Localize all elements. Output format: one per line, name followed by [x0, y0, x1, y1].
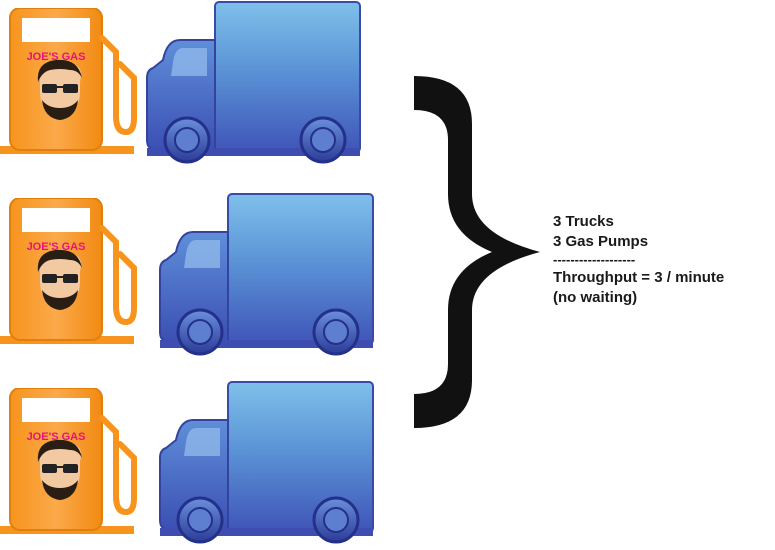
pump-label: JOE'S GAS: [27, 241, 86, 253]
attendant-face-icon: [37, 59, 82, 120]
no-waiting-text: (no waiting): [553, 289, 638, 306]
throughput-text: Throughput = 3 / minute: [553, 269, 725, 286]
gas-pump-icon: JOE'S GAS: [0, 198, 137, 344]
station-row-3: JOE'S GAS: [0, 380, 380, 550]
right-curly-brace: [414, 76, 540, 428]
station-row-1: JOE'S GAS: [0, 0, 380, 170]
separator-line: -------------------: [553, 252, 636, 267]
pump-label: JOE'S GAS: [27, 431, 86, 443]
delivery-truck-icon: [159, 193, 374, 356]
trucks-count-text: 3 Trucks: [553, 213, 614, 230]
gas-pump-icon: JOE'S GAS: [0, 8, 137, 154]
delivery-truck-icon: [146, 1, 361, 164]
attendant-face-icon: [37, 439, 82, 500]
throughput-summary: 3 Trucks 3 Gas Pumps -------------------…: [553, 212, 775, 308]
station-row-2: JOE'S GAS: [0, 190, 380, 360]
gas-pump-icon: JOE'S GAS: [0, 388, 137, 534]
pump-label: JOE'S GAS: [27, 51, 86, 63]
delivery-truck-icon: [159, 381, 374, 544]
attendant-face-icon: [37, 249, 82, 310]
pumps-count-text: 3 Gas Pumps: [553, 233, 649, 250]
